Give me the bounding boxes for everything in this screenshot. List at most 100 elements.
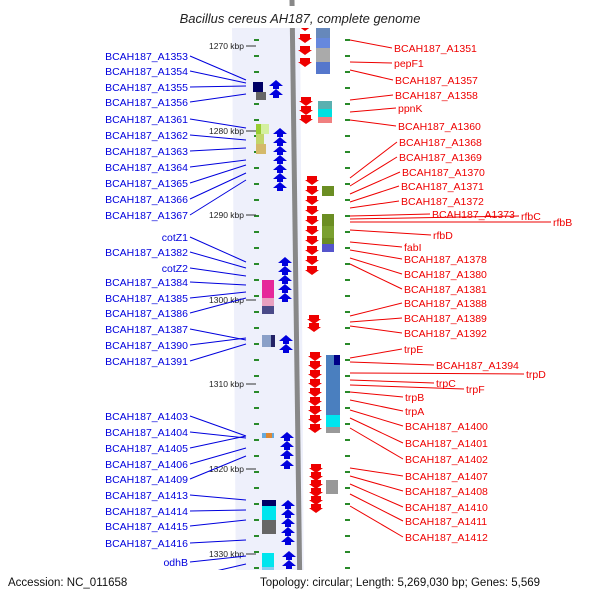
leader-line-right <box>349 200 400 209</box>
gene-arrow-down <box>308 370 322 379</box>
leader-line-right <box>349 61 393 64</box>
leader-line-left <box>189 431 247 439</box>
gene-label-right: trpF <box>466 384 485 396</box>
gene-arrow-up <box>278 257 292 266</box>
gene-label-left: BCAH187_A1416 <box>105 538 188 550</box>
gene-label-right: BCAH187_A1411 <box>405 516 487 528</box>
gene-labels: BCAH187_A1353BCAH187_A1354BCAH187_A1355B… <box>105 43 572 584</box>
gene-arrow-up <box>282 551 296 560</box>
gene-arrow-down <box>305 256 319 265</box>
genome-backbone <box>289 0 303 600</box>
gene-label-right: BCAH187_A1394 <box>436 360 519 372</box>
gene-arrow-up <box>280 432 294 441</box>
leader-line-left <box>189 328 247 341</box>
gene-arrow-down <box>308 379 322 388</box>
gene-label-left: BCAH187_A1413 <box>105 490 188 502</box>
gene-label-right: BCAH187_A1372 <box>401 196 484 208</box>
leader-line-right <box>349 263 403 290</box>
gene-label-right: BCAH187_A1388 <box>404 298 487 310</box>
feature-block <box>262 500 276 506</box>
leader-line-left <box>189 159 247 168</box>
gene-label-left: BCAH187_A1382 <box>105 247 188 259</box>
gene-label-right: BCAH187_A1412 <box>405 532 488 544</box>
gene-label-right: BCAH187_A1380 <box>404 269 487 281</box>
feature-block <box>322 238 334 244</box>
gene-arrow-up <box>273 173 287 182</box>
feature-block <box>262 335 272 347</box>
gene-label-left: odhB <box>163 557 188 569</box>
gene-arrow-up <box>273 146 287 155</box>
feature-block <box>261 124 269 134</box>
feature-block <box>326 365 340 415</box>
leader-line-left <box>189 179 247 216</box>
gene-label-left: BCAH187_A1390 <box>105 340 188 352</box>
gene-label-left: cotZ1 <box>162 232 188 244</box>
leader-line-left <box>189 455 247 480</box>
leader-line-right <box>349 399 404 412</box>
gene-label-left: BCAH187_A1415 <box>105 521 188 533</box>
gene-label-right: BCAH187_A1407 <box>405 471 488 483</box>
gene-label-left: BCAH187_A1367 <box>105 210 188 222</box>
gene-arrow-up <box>280 460 294 469</box>
gene-arrow-down <box>308 415 322 424</box>
leader-line-left <box>189 509 247 512</box>
gene-label-right: BCAH187_A1378 <box>404 254 487 266</box>
leader-line-left <box>189 55 247 81</box>
kbp-tick-label: 1310 kbp <box>209 379 244 389</box>
gene-arrow-up <box>281 500 295 509</box>
gene-arrow-up <box>273 164 287 173</box>
gene-arrow-down <box>308 397 322 406</box>
gene-arrow-down <box>308 361 322 370</box>
feature-block <box>262 520 276 534</box>
leader-line-left <box>189 267 247 277</box>
accession-text: Accession: NC_011658 <box>8 577 127 589</box>
gene-label-left: BCAH187_A1354 <box>105 66 188 78</box>
gene-label-left: BCAH187_A1355 <box>105 82 188 94</box>
gene-label-left: BCAH187_A1363 <box>105 146 188 158</box>
gene-arrow-down <box>305 236 319 245</box>
gene-label-right: trpB <box>405 392 424 404</box>
gene-arrow-down <box>309 480 323 489</box>
leader-line-right <box>349 475 404 492</box>
gene-arrow-down <box>307 323 321 332</box>
gene-label-left: BCAH187_A1386 <box>105 308 188 320</box>
feature-block <box>326 480 338 494</box>
gene-arrow-up <box>281 527 295 536</box>
footer-bg <box>0 570 600 600</box>
gene-label-right: trpD <box>526 369 546 381</box>
leader-line-right <box>349 94 394 101</box>
feature-block <box>262 553 274 567</box>
gene-label-right: ppnK <box>398 103 423 115</box>
gene-label-right: trpE <box>404 344 423 356</box>
leader-line-right <box>349 372 525 375</box>
leader-line-left <box>189 343 247 362</box>
leader-line-right <box>349 171 401 195</box>
leader-line-right <box>349 215 520 220</box>
leader-line-left <box>189 539 247 544</box>
gene-label-left: BCAH187_A1414 <box>105 506 188 518</box>
leader-line-left <box>189 172 247 200</box>
leader-line-left <box>189 297 247 314</box>
gene-arrow-down <box>298 34 312 43</box>
feature-block <box>262 506 276 520</box>
gene-arrow-up <box>278 266 292 275</box>
feature-block <box>318 117 332 123</box>
leader-line-right <box>349 384 465 390</box>
feature-block <box>262 298 274 306</box>
leader-line-right <box>349 156 398 187</box>
gene-label-right: BCAH187_A1400 <box>405 421 488 433</box>
gene-label-left: BCAH187_A1362 <box>105 130 188 142</box>
gene-label-right: BCAH187_A1401 <box>405 438 488 450</box>
feature-block <box>266 433 272 438</box>
leader-line-left <box>189 281 247 286</box>
leader-line-right <box>349 185 400 203</box>
gene-arrow-up <box>281 518 295 527</box>
leader-line-right <box>349 483 404 508</box>
gene-arrow-down <box>305 226 319 235</box>
leader-line-left <box>189 555 247 563</box>
gene-label-left: BCAH187_A1404 <box>105 427 188 439</box>
feature-block <box>326 427 340 433</box>
feature-block <box>256 92 266 100</box>
